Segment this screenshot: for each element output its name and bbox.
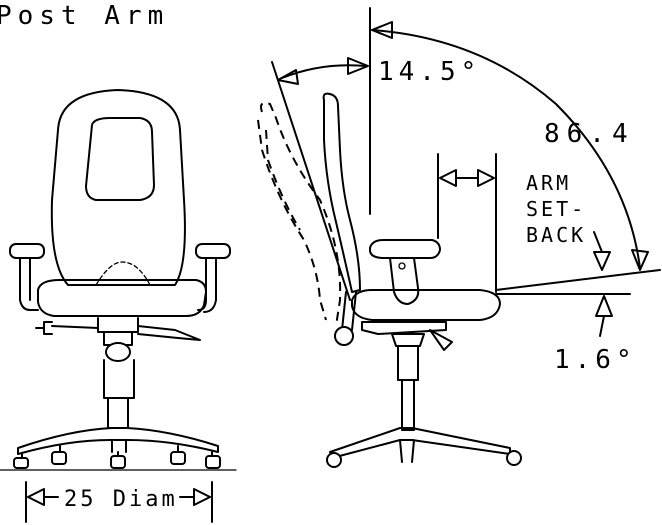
arm-setback-label-line3: BACK	[526, 223, 586, 247]
front-left-lever	[35, 321, 99, 335]
base-diameter-dimension: 25 Diam	[25, 481, 213, 523]
front-casters	[13, 445, 221, 469]
side-view-chair	[257, 61, 522, 468]
recline-angle-label: 86.4	[544, 119, 635, 149]
recline-angle-arc	[371, 29, 641, 269]
reclined-backrest-inner	[257, 119, 327, 321]
seat-angle-arrow-upper	[593, 251, 611, 271]
title-label: Post Arm	[0, 1, 169, 31]
front-lumbar-arc	[95, 261, 151, 286]
arm-setback-label-line2: SET-	[526, 197, 586, 221]
side-mechanism	[361, 321, 447, 335]
side-rear-knob	[334, 326, 354, 346]
back-angle-label: 14.5°	[378, 57, 481, 87]
reclined-backrest-outline	[260, 102, 342, 327]
front-gas-cylinder	[103, 359, 135, 429]
side-casters	[326, 450, 522, 468]
front-right-lever	[137, 325, 201, 341]
side-lever	[429, 329, 453, 351]
side-backrest	[322, 92, 361, 293]
dimension-lines	[277, 7, 661, 337]
front-left-armpad	[9, 243, 45, 259]
seat-angle-label: 1.6°	[554, 345, 637, 375]
front-lumbar-window	[85, 117, 155, 201]
base-diameter-label: 25 Diam	[64, 487, 178, 512]
front-base-star	[17, 427, 219, 455]
front-seat	[37, 279, 207, 317]
front-knob	[105, 342, 131, 362]
front-right-armpost	[197, 257, 217, 313]
side-armpost	[389, 257, 420, 305]
front-backrest	[50, 89, 186, 286]
seat-slope-line	[495, 269, 661, 291]
recline-reference-line	[271, 61, 351, 301]
front-left-armpost	[19, 257, 39, 311]
reclined-backrest-rear	[265, 129, 301, 231]
side-gas-cylinder	[391, 333, 425, 431]
arm-setback-label-line1: ARM	[526, 171, 571, 195]
side-arm-button	[398, 262, 406, 270]
front-mechanism	[97, 317, 139, 346]
side-seat	[351, 289, 501, 321]
seat-angle-arrow-lower	[595, 295, 613, 317]
front-right-armpad	[195, 243, 231, 259]
front-view-chair	[0, 89, 237, 471]
back-angle-arc	[281, 64, 367, 79]
side-armpad	[369, 239, 441, 259]
side-base	[329, 427, 511, 463]
